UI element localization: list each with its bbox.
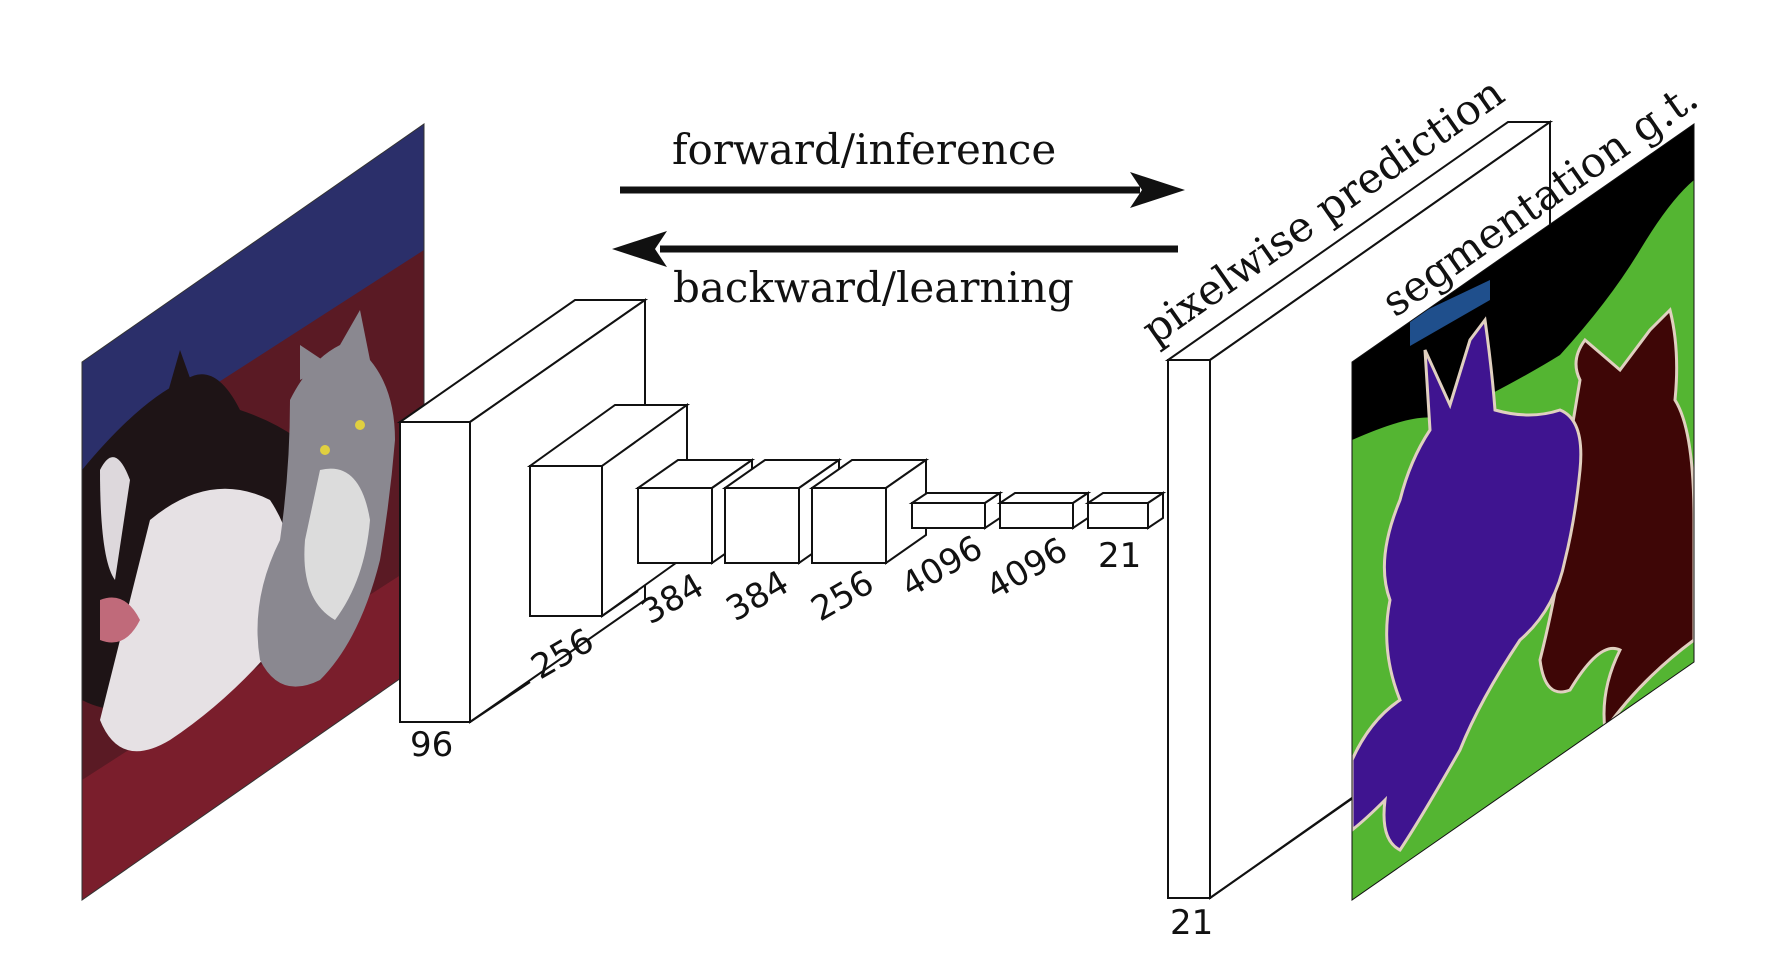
label-score: 21 [1098, 536, 1141, 576]
cat-eye-right [355, 420, 365, 430]
label-fc7: 4096 [980, 530, 1075, 608]
input-image [81, 123, 425, 901]
cat-chest-white [304, 468, 370, 620]
photo-window [82, 124, 424, 470]
backward-label: backward/learning [673, 263, 1074, 312]
dog-mouth [100, 597, 140, 643]
segmentation-ground-truth: segmentation g.t. [1351, 72, 1707, 901]
cat-eye-left [320, 445, 330, 455]
backward-arrow [612, 231, 1178, 267]
connector-prediction-gt [1209, 797, 1353, 899]
connector-conv2-conv3 [601, 590, 639, 617]
dog-face-stripe [100, 457, 130, 580]
connector-conv1-conv2 [469, 681, 531, 723]
label-conv4: 384 [720, 563, 796, 630]
label-conv1: 96 [410, 725, 453, 765]
seg-dog-region [1352, 316, 1583, 852]
label-prediction: 21 [1170, 903, 1213, 943]
layer-conv5: 256 [805, 458, 930, 630]
layer-score: 21 [1084, 491, 1167, 576]
dog-chest-white [100, 488, 293, 752]
cat-ear-left [300, 345, 330, 380]
forward-label: forward/inference [672, 125, 1056, 174]
seg-highlight-bar [1410, 280, 1490, 346]
forward-arrow [620, 172, 1185, 208]
dog-ear [160, 350, 205, 420]
label-conv5: 256 [805, 563, 881, 630]
